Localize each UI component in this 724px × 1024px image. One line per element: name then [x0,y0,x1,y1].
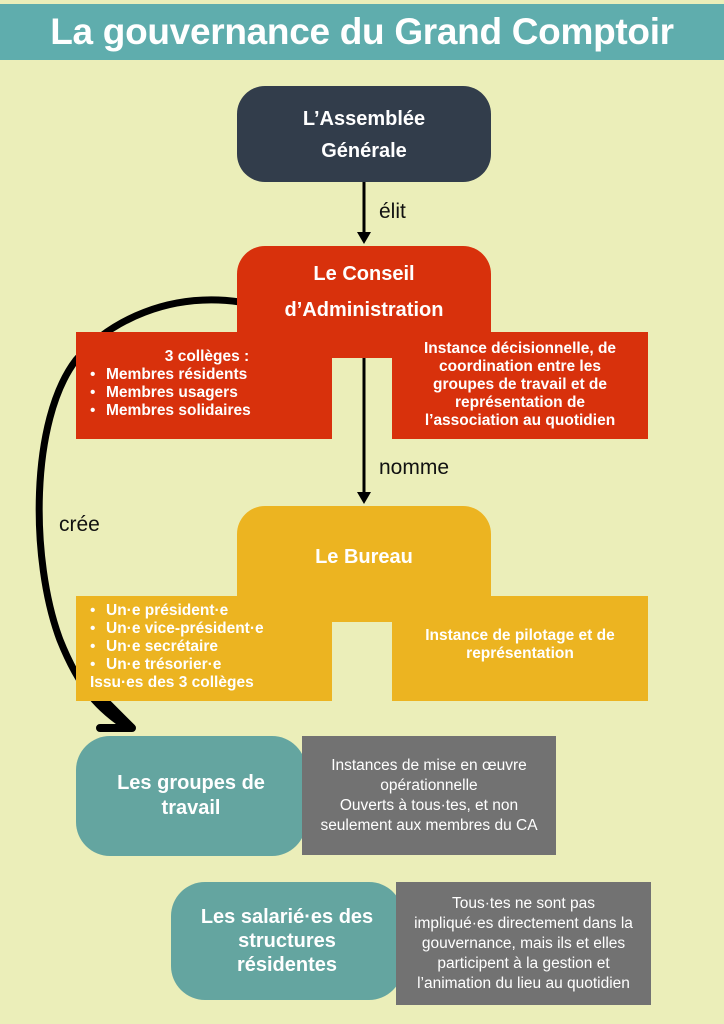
bureau-members-footer: Issu·es des 3 collèges [90,674,254,691]
title-bar: La gouvernance du Grand Comptoir [0,4,724,60]
list-item: Un·e secrétaire [90,638,324,656]
assemblee-generale-node: L’Assemblée Générale [237,86,491,182]
description-line: représentation [466,645,574,662]
salaries-line3: résidentes [236,954,338,976]
description-line: groupes de travail et de [433,376,607,393]
salaries-description-panel: Tous·tes ne sont pas impliqué·es directe… [396,882,651,1005]
edge-label-nomme: nomme [379,456,450,479]
conseil-colleges-panel: 3 collèges : Membres résidents Membres u… [76,332,332,439]
list-item: Membres résidents [90,366,324,384]
description-line: Ouverts à tous·tes, et non [339,796,519,814]
description-line: Tous·tes ne sont pas [451,894,596,912]
description-line: opérationnelle [380,776,478,794]
conseil-line2: d’Administration [284,299,444,321]
description-line: impliqué·es directement dans la [414,914,633,932]
bureau-description-panel: Instance de pilotage et de représentatio… [392,596,648,701]
salaries-node: Les salarié·es des structures résidentes [171,882,403,1000]
colleges-heading: 3 collèges : [164,348,250,365]
description-line: représentation de [454,394,586,411]
assemblee-line2: Générale [321,140,407,162]
description-line: coordination entre les [439,358,601,375]
bureau-members-list: Un·e président·e Un·e vice-président·e U… [90,602,324,674]
salaries-line2: structures [238,930,336,952]
list-item: Un·e président·e [90,602,324,620]
groupes-description-panel: Instances de mise en œuvre opérationnell… [302,736,556,855]
description-line: gouvernance, mais ils et elles [421,934,626,952]
edge-label-elit: élit [379,200,406,223]
salaries-line1: Les salarié·es des [200,906,374,928]
description-line: Instances de mise en œuvre [331,756,527,774]
colleges-list: Membres résidents Membres usagers Membre… [90,366,324,420]
page-title: La gouvernance du Grand Comptoir [50,11,674,52]
conseil-description-panel: Instance décisionnelle, de coordination … [392,332,648,439]
list-item: Un·e vice-président·e [90,620,324,638]
groupes-line1: Les groupes de [117,772,265,794]
description-line: Instance de pilotage et de [425,627,615,644]
description-line: l’animation du lieu au quotidien [417,974,630,992]
bureau-title: Le Bureau [315,546,413,568]
list-item: Un·e trésorier·e [90,656,324,674]
description-line: l’association au quotidien [424,412,616,429]
conseil-line1: Le Conseil [313,263,415,285]
description-line: seulement aux membres du CA [320,816,538,834]
arrow-nomme [357,358,371,504]
edge-label-cree: crée [59,513,100,536]
bureau-members-panel: Un·e président·e Un·e vice-président·e U… [76,596,332,701]
groupes-line2: travail [161,797,221,819]
description-line: Instance décisionnelle, de [423,340,617,357]
groupes-travail-node: Les groupes de travail [76,736,306,856]
list-item: Membres usagers [90,384,324,402]
arrow-elit [357,182,371,244]
assemblee-line1: L’Assemblée [302,108,426,130]
list-item: Membres solidaires [90,402,324,420]
description-line: participent à la gestion et [437,954,610,972]
